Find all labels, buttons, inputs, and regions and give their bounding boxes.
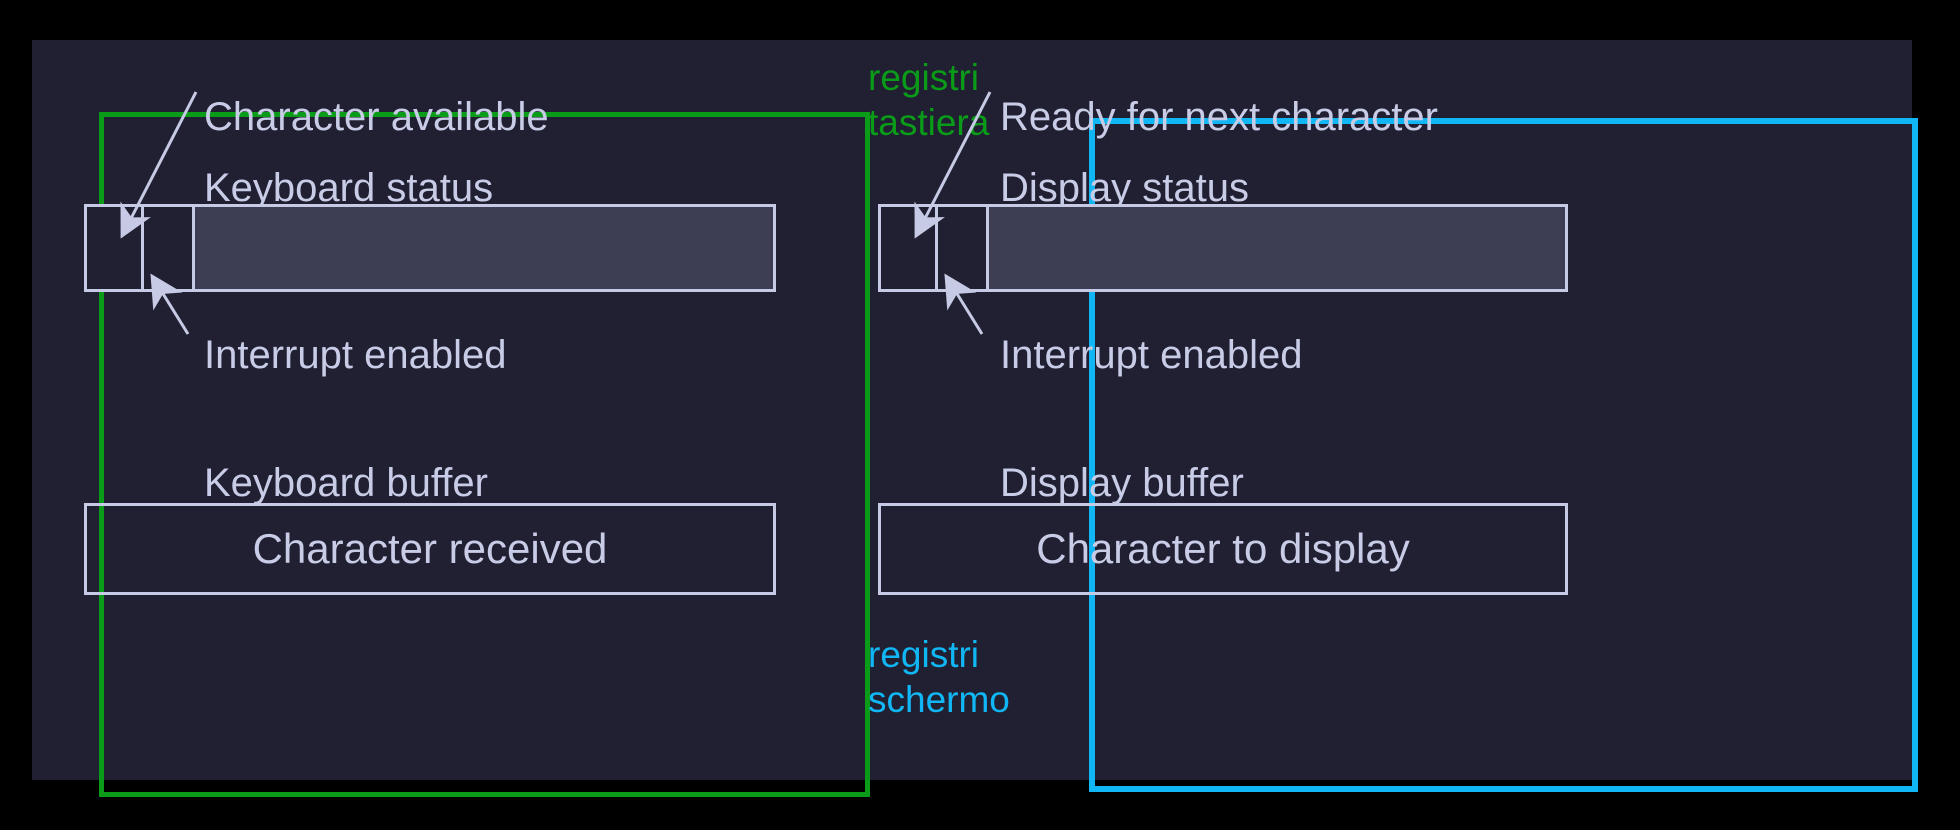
keyboard-interrupt-enabled-label: Interrupt enabled xyxy=(204,333,507,377)
keyboard-registers-group xyxy=(99,112,870,797)
display-side-label-line2: schermo xyxy=(868,679,1010,720)
display-buffer-register[interactable]: Character to display xyxy=(878,503,1568,595)
display-interrupt-enabled-label: Interrupt enabled xyxy=(1000,333,1303,377)
display-status-register[interactable] xyxy=(878,204,1568,292)
keyboard-character-available-label: Character available xyxy=(204,95,549,139)
display-buffer-caption: Display buffer xyxy=(1000,461,1244,505)
keyboard-character-available-bit[interactable] xyxy=(87,207,141,289)
keyboard-status-caption: Keyboard status xyxy=(204,166,494,210)
display-status-caption: Display status xyxy=(1000,166,1249,210)
keyboard-buffer-register[interactable]: Character received xyxy=(84,503,776,595)
display-ready-bit[interactable] xyxy=(881,207,935,289)
keyboard-side-label-line2: tastiera xyxy=(868,102,990,143)
keyboard-status-unused-bits xyxy=(195,207,773,289)
keyboard-buffer-value: Character received xyxy=(252,525,608,572)
keyboard-interrupt-enabled-bit[interactable] xyxy=(141,207,195,289)
display-ready-label: Ready for next character xyxy=(1000,95,1438,139)
display-interrupt-enabled-bit[interactable] xyxy=(935,207,989,289)
display-registers-group xyxy=(1089,118,1918,792)
keyboard-side-label-line1: registri xyxy=(868,57,980,98)
display-status-unused-bits xyxy=(989,207,1565,289)
keyboard-buffer-caption: Keyboard buffer xyxy=(204,461,488,505)
display-side-label-line1: registri xyxy=(868,634,980,675)
display-buffer-value: Character to display xyxy=(1036,525,1410,572)
keyboard-status-register[interactable] xyxy=(84,204,776,292)
